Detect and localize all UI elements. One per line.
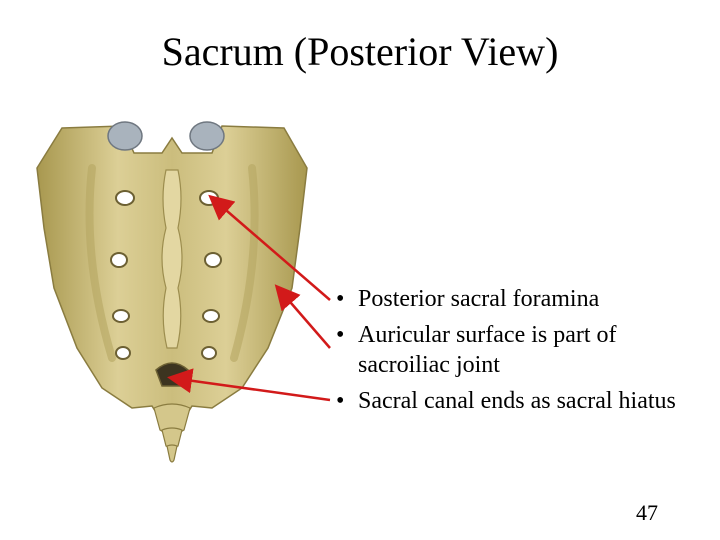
foramen-right-2 (204, 252, 222, 268)
sacral-hiatus (155, 362, 189, 387)
foramen-left-1 (115, 190, 135, 206)
bullet-item: Auricular surface is part of sacroiliac … (334, 320, 694, 380)
right-articular-process (189, 121, 225, 151)
bullet-list: Posterior sacral foramina Auricular surf… (334, 284, 694, 422)
foramen-left-4 (115, 346, 131, 360)
foramen-right-1 (199, 190, 219, 206)
bullet-item: Posterior sacral foramina (334, 284, 694, 314)
bullet-item: Sacral canal ends as sacral hiatus (334, 386, 694, 416)
foramen-right-4 (201, 346, 217, 360)
page-number: 47 (636, 500, 658, 525)
foramen-left-2 (110, 252, 128, 268)
median-sacral-crest (161, 169, 183, 349)
slide-title: Sacrum (Posterior View) (161, 29, 559, 74)
foramen-right-3 (202, 309, 220, 323)
left-articular-process (107, 121, 143, 151)
foramen-left-3 (112, 309, 130, 323)
sacrum-illustration (36, 121, 308, 463)
